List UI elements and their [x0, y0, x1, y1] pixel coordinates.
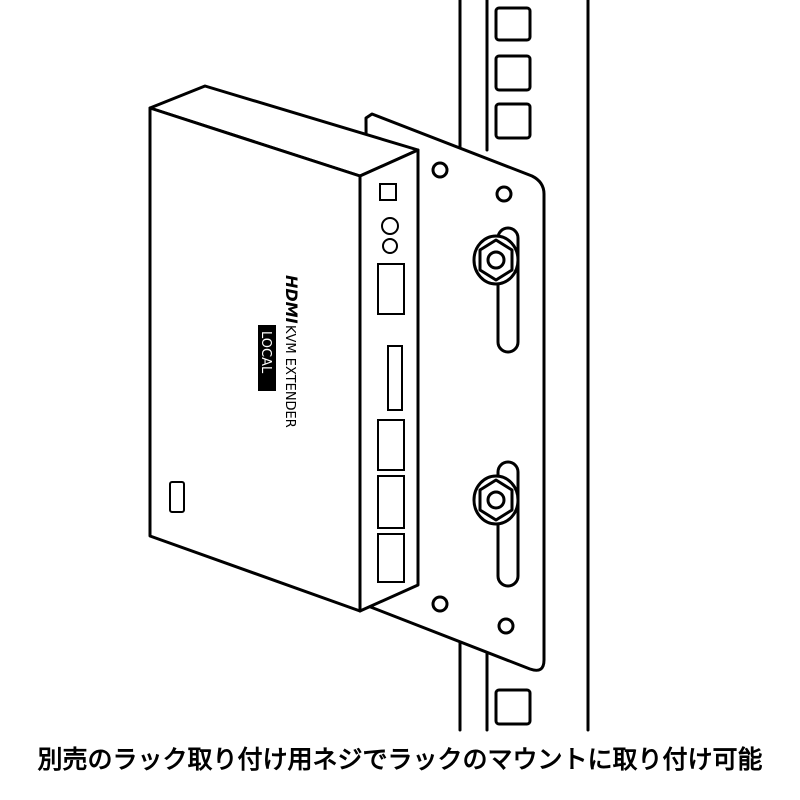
upper-screw-icon: [472, 234, 520, 286]
local-badge: LOCAL: [258, 325, 276, 391]
caption: 別売のラック取り付け用ネジでラックのマウントに取り付け可能: [37, 745, 763, 774]
local-badge-text: LOCAL: [258, 331, 273, 374]
device-label: HDMI KVM EXTENDER: [282, 275, 301, 428]
power-led-icon: [169, 481, 185, 513]
device-ports: [377, 183, 405, 583]
lower-screw-icon: [472, 474, 520, 526]
product-name: KVM EXTENDER: [282, 325, 297, 428]
hdmi-logo: HDMI: [282, 275, 301, 324]
rack-rail: [458, 0, 590, 732]
kvm-extender-device: HDMI KVM EXTENDER LOCAL: [148, 84, 420, 613]
